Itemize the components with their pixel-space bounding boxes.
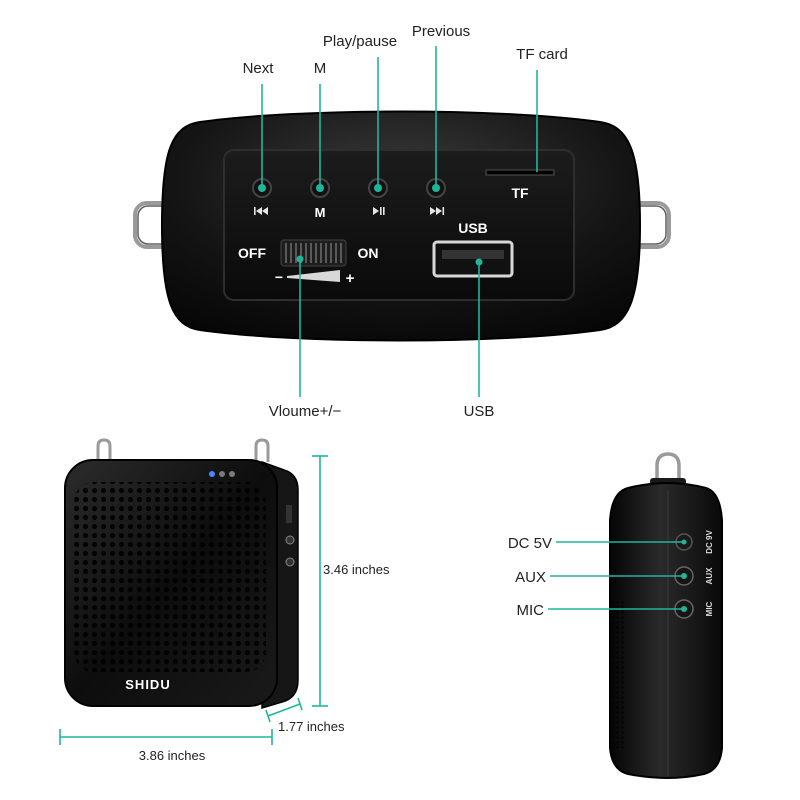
side-hook: [655, 452, 681, 482]
front-view-device: SHIDU: [64, 438, 299, 710]
height-dimension-label: 3.46 inches: [323, 562, 390, 577]
volume-plus-label: +: [346, 270, 355, 287]
skip-back-icon: [254, 207, 268, 215]
skip-forward-icon: [430, 207, 445, 215]
aux-callout: AUX: [515, 569, 546, 586]
previous-callout: Previous: [412, 23, 470, 40]
m-callout: M: [314, 60, 327, 77]
side-callout-lines: [548, 541, 684, 610]
dc-port-label: DC 9V: [705, 530, 714, 554]
volume-callout: Vloume+/−: [269, 403, 342, 420]
front-right-hook: [254, 438, 270, 462]
m-button-label: M: [315, 205, 326, 220]
mic-port-label: MIC: [705, 601, 714, 616]
volume-minus-label: −: [275, 269, 283, 285]
indicator-led: [209, 471, 215, 477]
brand-logo-text: SHIDU: [125, 677, 170, 692]
front-side-slot: [286, 505, 292, 523]
indicator-led: [229, 471, 235, 477]
usb-callout: USB: [464, 403, 495, 420]
tf-slot-label: TF: [511, 185, 529, 201]
aux-port-label: AUX: [705, 567, 714, 585]
front-left-hook: [96, 438, 112, 462]
next-callout: Next: [243, 60, 275, 77]
mic-callout: MIC: [517, 602, 545, 619]
front-side-jack: [285, 557, 295, 567]
speaker-grill: [74, 482, 266, 672]
play-pause-icon: [373, 207, 385, 215]
off-label: OFF: [238, 245, 266, 261]
tf-card-callout: TF card: [516, 46, 568, 63]
depth-dimension-label: 1.77 inches: [278, 719, 345, 734]
width-dimension-label: 3.86 inches: [139, 748, 206, 763]
side-view-device: DC 9V AUX MIC: [609, 452, 723, 779]
dimension-lines: [59, 455, 328, 745]
volume-wheel[interactable]: [280, 239, 347, 267]
top-callout-lines: [261, 46, 538, 397]
front-side-jack: [285, 535, 295, 545]
play-pause-callout: Play/pause: [323, 33, 397, 50]
usb-port-label: USB: [458, 220, 488, 236]
top-view-device: M TF USB OFF ON: [133, 110, 671, 342]
side-body: [609, 482, 723, 779]
dc-callout: DC 5V: [508, 535, 552, 552]
indicator-led: [219, 471, 225, 477]
on-label: ON: [358, 245, 379, 261]
usb-port[interactable]: [432, 240, 514, 278]
tf-card-slot[interactable]: [485, 169, 555, 176]
side-grill-strip: [612, 600, 626, 750]
